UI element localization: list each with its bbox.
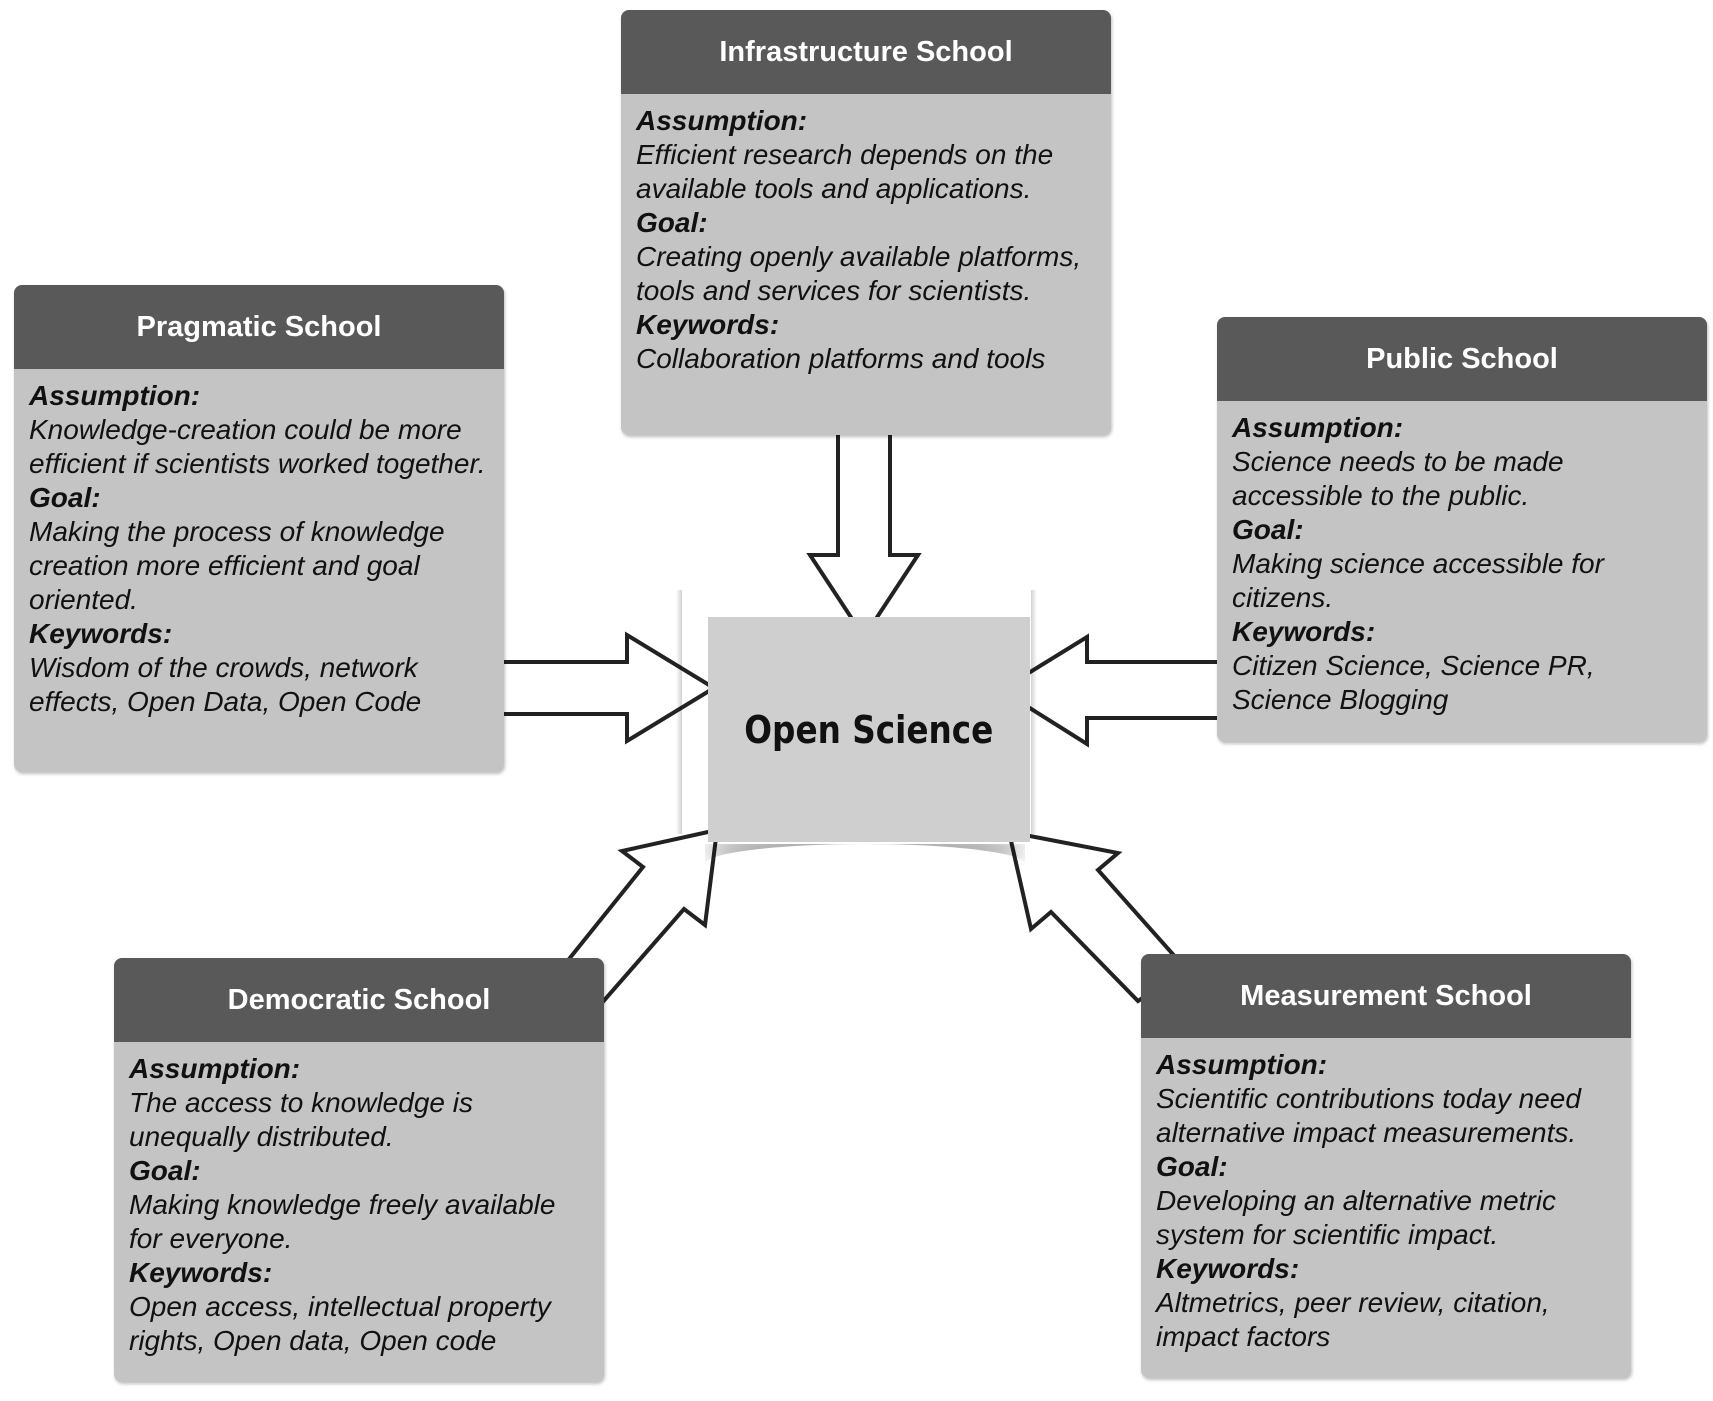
public-school-title: Public School	[1217, 317, 1707, 401]
democratic-school-body: Assumption: The access to knowledge is u…	[114, 1042, 604, 1358]
keywords-label: Keywords:	[129, 1257, 273, 1288]
public-school-body: Assumption: Science needs to be made acc…	[1217, 401, 1707, 717]
arrow-public	[997, 633, 1226, 748]
goal-text: Developing an alternative metric system …	[1156, 1185, 1556, 1250]
center-card-shadow-left	[676, 590, 682, 834]
infrastructure-school-body: Assumption: Efficient research depends o…	[621, 94, 1111, 376]
keywords-text: Citizen Science, Science PR, Science Blo…	[1232, 650, 1595, 715]
assumption-text: Knowledge-creation could be more efficie…	[29, 414, 486, 479]
infrastructure-school-title: Infrastructure School	[621, 10, 1111, 94]
democratic-school-title: Democratic School	[114, 958, 604, 1042]
public-school-box: Public School Assumption: Science needs …	[1217, 317, 1707, 742]
keywords-label: Keywords:	[636, 309, 780, 340]
assumption-text: Efficient research depends on the availa…	[636, 139, 1054, 204]
measurement-school-body: Assumption: Scientific contributions tod…	[1141, 1038, 1631, 1354]
goal-label: Goal:	[1156, 1151, 1228, 1182]
open-science-node: Open Science	[708, 617, 1030, 842]
assumption-label: Assumption:	[29, 380, 201, 411]
assumption-text: The access to knowledge is unequally dis…	[129, 1087, 473, 1152]
assumption-label: Assumption:	[129, 1053, 301, 1084]
goal-label: Goal:	[636, 207, 708, 238]
pragmatic-school-title: Pragmatic School	[14, 285, 504, 369]
goal-text: Creating openly available platforms, too…	[636, 241, 1082, 306]
assumption-text: Scientific contributions today need alte…	[1156, 1083, 1581, 1148]
infrastructure-school-box: Infrastructure School Assumption: Effici…	[621, 10, 1111, 435]
keywords-text: Open access, intellectual property right…	[129, 1291, 551, 1356]
keywords-label: Keywords:	[1232, 616, 1376, 647]
arrow-infrastructure	[806, 412, 922, 641]
keywords-text: Wisdom of the crowds, network effects, O…	[29, 652, 422, 717]
goal-label: Goal:	[129, 1155, 201, 1186]
assumption-label: Assumption:	[1232, 412, 1404, 443]
center-card-shadow-right	[1031, 590, 1037, 834]
assumption-text: Science needs to be made accessible to t…	[1232, 446, 1564, 511]
assumption-label: Assumption:	[636, 105, 808, 136]
keywords-text: Collaboration platforms and tools	[636, 343, 1046, 374]
arrow-pragmatic	[488, 631, 718, 745]
assumption-label: Assumption:	[1156, 1049, 1328, 1080]
goal-label: Goal:	[1232, 514, 1304, 545]
pragmatic-school-box: Pragmatic School Assumption: Knowledge-c…	[14, 285, 504, 772]
goal-text: Making knowledge freely available for ev…	[129, 1189, 556, 1254]
goal-label: Goal:	[29, 482, 101, 513]
keywords-text: Altmetrics, peer review, citation, impac…	[1156, 1287, 1550, 1352]
open-science-title: Open Science	[744, 707, 994, 752]
measurement-school-box: Measurement School Assumption: Scientifi…	[1141, 954, 1631, 1378]
keywords-label: Keywords:	[29, 618, 173, 649]
democratic-school-box: Democratic School Assumption: The access…	[114, 958, 604, 1382]
measurement-school-title: Measurement School	[1141, 954, 1631, 1038]
goal-text: Making the process of knowledge creation…	[29, 516, 445, 615]
pragmatic-school-body: Assumption: Knowledge-creation could be …	[14, 369, 504, 719]
keywords-label: Keywords:	[1156, 1253, 1300, 1284]
goal-text: Making science accessible for citizens.	[1232, 548, 1604, 613]
